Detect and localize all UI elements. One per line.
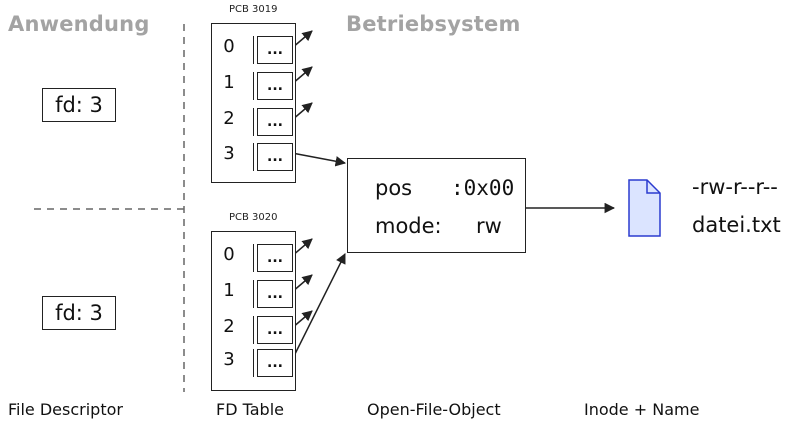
pcb-3019: 0 ... 1 ... 2 ... 3 ... [211, 23, 296, 183]
file-permissions: -rw-r--r-- [692, 175, 778, 199]
pcb-3020: 0 ... 1 ... 2 ... 3 ... [211, 231, 296, 391]
fd-index: 0 [223, 36, 235, 57]
fd-index: 2 [223, 316, 235, 337]
fd-table-cell: ... [257, 72, 293, 100]
file-name: datei.txt [692, 213, 781, 237]
footer-file-descriptor: File Descriptor [8, 400, 123, 419]
open-file-object: pos :0x00 mode: rw [347, 158, 526, 253]
fd-index: 2 [223, 108, 235, 129]
fd-table-cell: ... [257, 316, 293, 344]
fd-box-bottom: fd: 3 [42, 296, 116, 330]
fd-table-cell: ... [257, 36, 293, 64]
footer-fd-table: FD Table [216, 400, 284, 419]
fd-index: 3 [223, 349, 235, 370]
fd-table-cell: ... [257, 143, 293, 171]
header-anwendung: Anwendung [8, 12, 150, 36]
pcb-label-3019: PCB 3019 [229, 4, 278, 15]
fd-box-top: fd: 3 [42, 88, 116, 122]
pos-label: pos [375, 176, 413, 200]
fd-index: 1 [223, 72, 235, 93]
fd-table-cell: ... [257, 349, 293, 377]
arrow-pcb1-fd3-to-ofo [291, 152, 347, 167]
fd-index: 0 [223, 244, 235, 265]
fd-table-cell: ... [257, 108, 293, 136]
mode-value: rw [476, 214, 502, 238]
pcb-label-3020: PCB 3020 [229, 212, 278, 223]
pos-value: :0x00 [451, 176, 515, 200]
mode-label: mode: [375, 214, 442, 238]
footer-inode-name: Inode + Name [584, 400, 700, 419]
arrow-pcb2-fd3-to-ofo [291, 253, 346, 361]
fd-table-cell: ... [257, 280, 293, 308]
header-betriebsystem: Betriebsystem [346, 12, 521, 36]
fd-index: 1 [223, 280, 235, 301]
file-icon [628, 179, 661, 237]
footer-open-file-object: Open-File-Object [367, 400, 501, 419]
fd-index: 3 [223, 143, 235, 164]
fd-table-cell: ... [257, 244, 293, 272]
